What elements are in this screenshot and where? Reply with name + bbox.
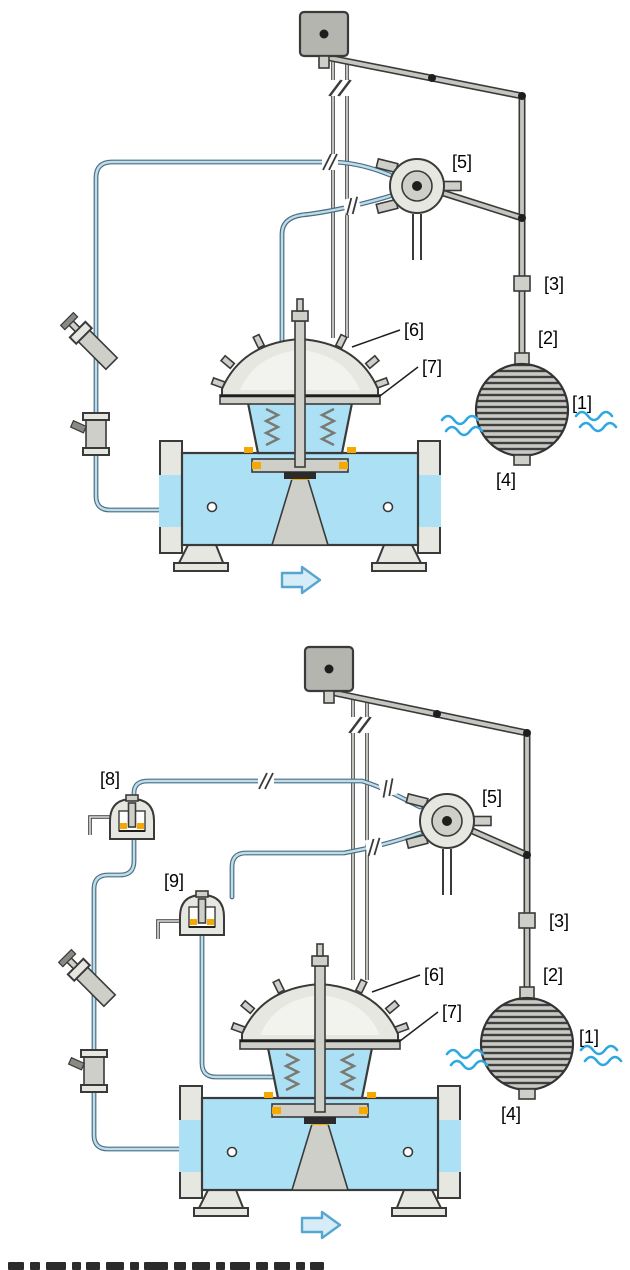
isolation-fitting	[69, 412, 110, 456]
pipe-break-mark	[326, 78, 354, 98]
label-6: [6]	[424, 965, 444, 985]
pivot-joint	[518, 214, 526, 222]
auxiliary-pilot-9	[179, 890, 225, 936]
label-5: [5]	[452, 152, 472, 172]
float-ball	[474, 351, 570, 467]
label-9: [9]	[164, 871, 184, 891]
flow-arrow	[280, 565, 322, 595]
pivot-joint	[523, 851, 531, 859]
pilot-vent-stubs	[88, 815, 180, 939]
strainer-needle-valve	[58, 310, 121, 373]
water-wave-icon	[579, 1044, 619, 1056]
label-1: [1]	[579, 1027, 599, 1047]
pilot-vent-tubes	[442, 848, 452, 896]
rod-coupling	[513, 275, 531, 292]
label-1: [1]	[572, 393, 592, 413]
diagram-float-valve-bottom: [8] [9] [5] [3] [2] [1] [4] [6] [7]	[8, 645, 623, 1270]
pivot-joint	[433, 710, 441, 718]
label-2: [2]	[543, 965, 563, 985]
main-valve	[179, 944, 461, 1216]
water-wave-icon	[444, 425, 484, 437]
label-7: [7]	[422, 357, 442, 377]
water-wave-icon	[449, 1059, 489, 1071]
strainer-needle-valve	[56, 947, 119, 1010]
water-wave-icon	[445, 1048, 485, 1060]
label-2: [2]	[538, 328, 558, 348]
label-6: [6]	[404, 320, 424, 340]
cropped-caption-fragments	[8, 1262, 324, 1270]
label-leader	[371, 974, 421, 993]
pilot-vent-tubes	[412, 213, 422, 261]
control-tubing	[91, 778, 423, 1152]
isolation-fitting	[67, 1049, 108, 1093]
pivot-joint	[518, 92, 526, 100]
label-leader	[351, 329, 401, 348]
label-8: [8]	[100, 769, 120, 789]
label-7: [7]	[442, 1002, 462, 1022]
label-5: [5]	[482, 787, 502, 807]
auxiliary-pilot-8	[109, 794, 155, 840]
label-4: [4]	[501, 1104, 521, 1124]
float-linkage	[331, 689, 531, 999]
rod-coupling	[518, 912, 536, 929]
float-pilot-valve	[405, 792, 492, 850]
pipe-break-mark	[257, 772, 275, 790]
float-pilot-valve	[375, 157, 462, 215]
flow-arrow	[300, 1210, 342, 1240]
main-valve	[159, 299, 441, 571]
water-wave-icon	[583, 1055, 623, 1067]
pipe-break-mark	[321, 153, 339, 171]
label-leader	[379, 366, 419, 397]
label-leader	[399, 1011, 439, 1042]
diagram-float-valve-top: [5] [3] [2] [1] [4] [6] [7]	[58, 10, 618, 595]
float-ball	[479, 985, 575, 1101]
water-wave-icon	[574, 410, 614, 422]
water-wave-icon	[578, 421, 618, 433]
label-3: [3]	[544, 274, 564, 294]
cover-sensing-tubes	[351, 697, 369, 980]
pipe-break-mark	[341, 195, 363, 217]
water-wave-icon	[440, 414, 480, 426]
control-tubing	[93, 159, 393, 513]
pivot-joint	[428, 74, 436, 82]
label-4: [4]	[496, 470, 516, 490]
pipe-break-mark	[346, 715, 374, 735]
pivot-joint	[523, 729, 531, 737]
pipe-break-mark	[363, 836, 385, 858]
label-3: [3]	[549, 911, 569, 931]
